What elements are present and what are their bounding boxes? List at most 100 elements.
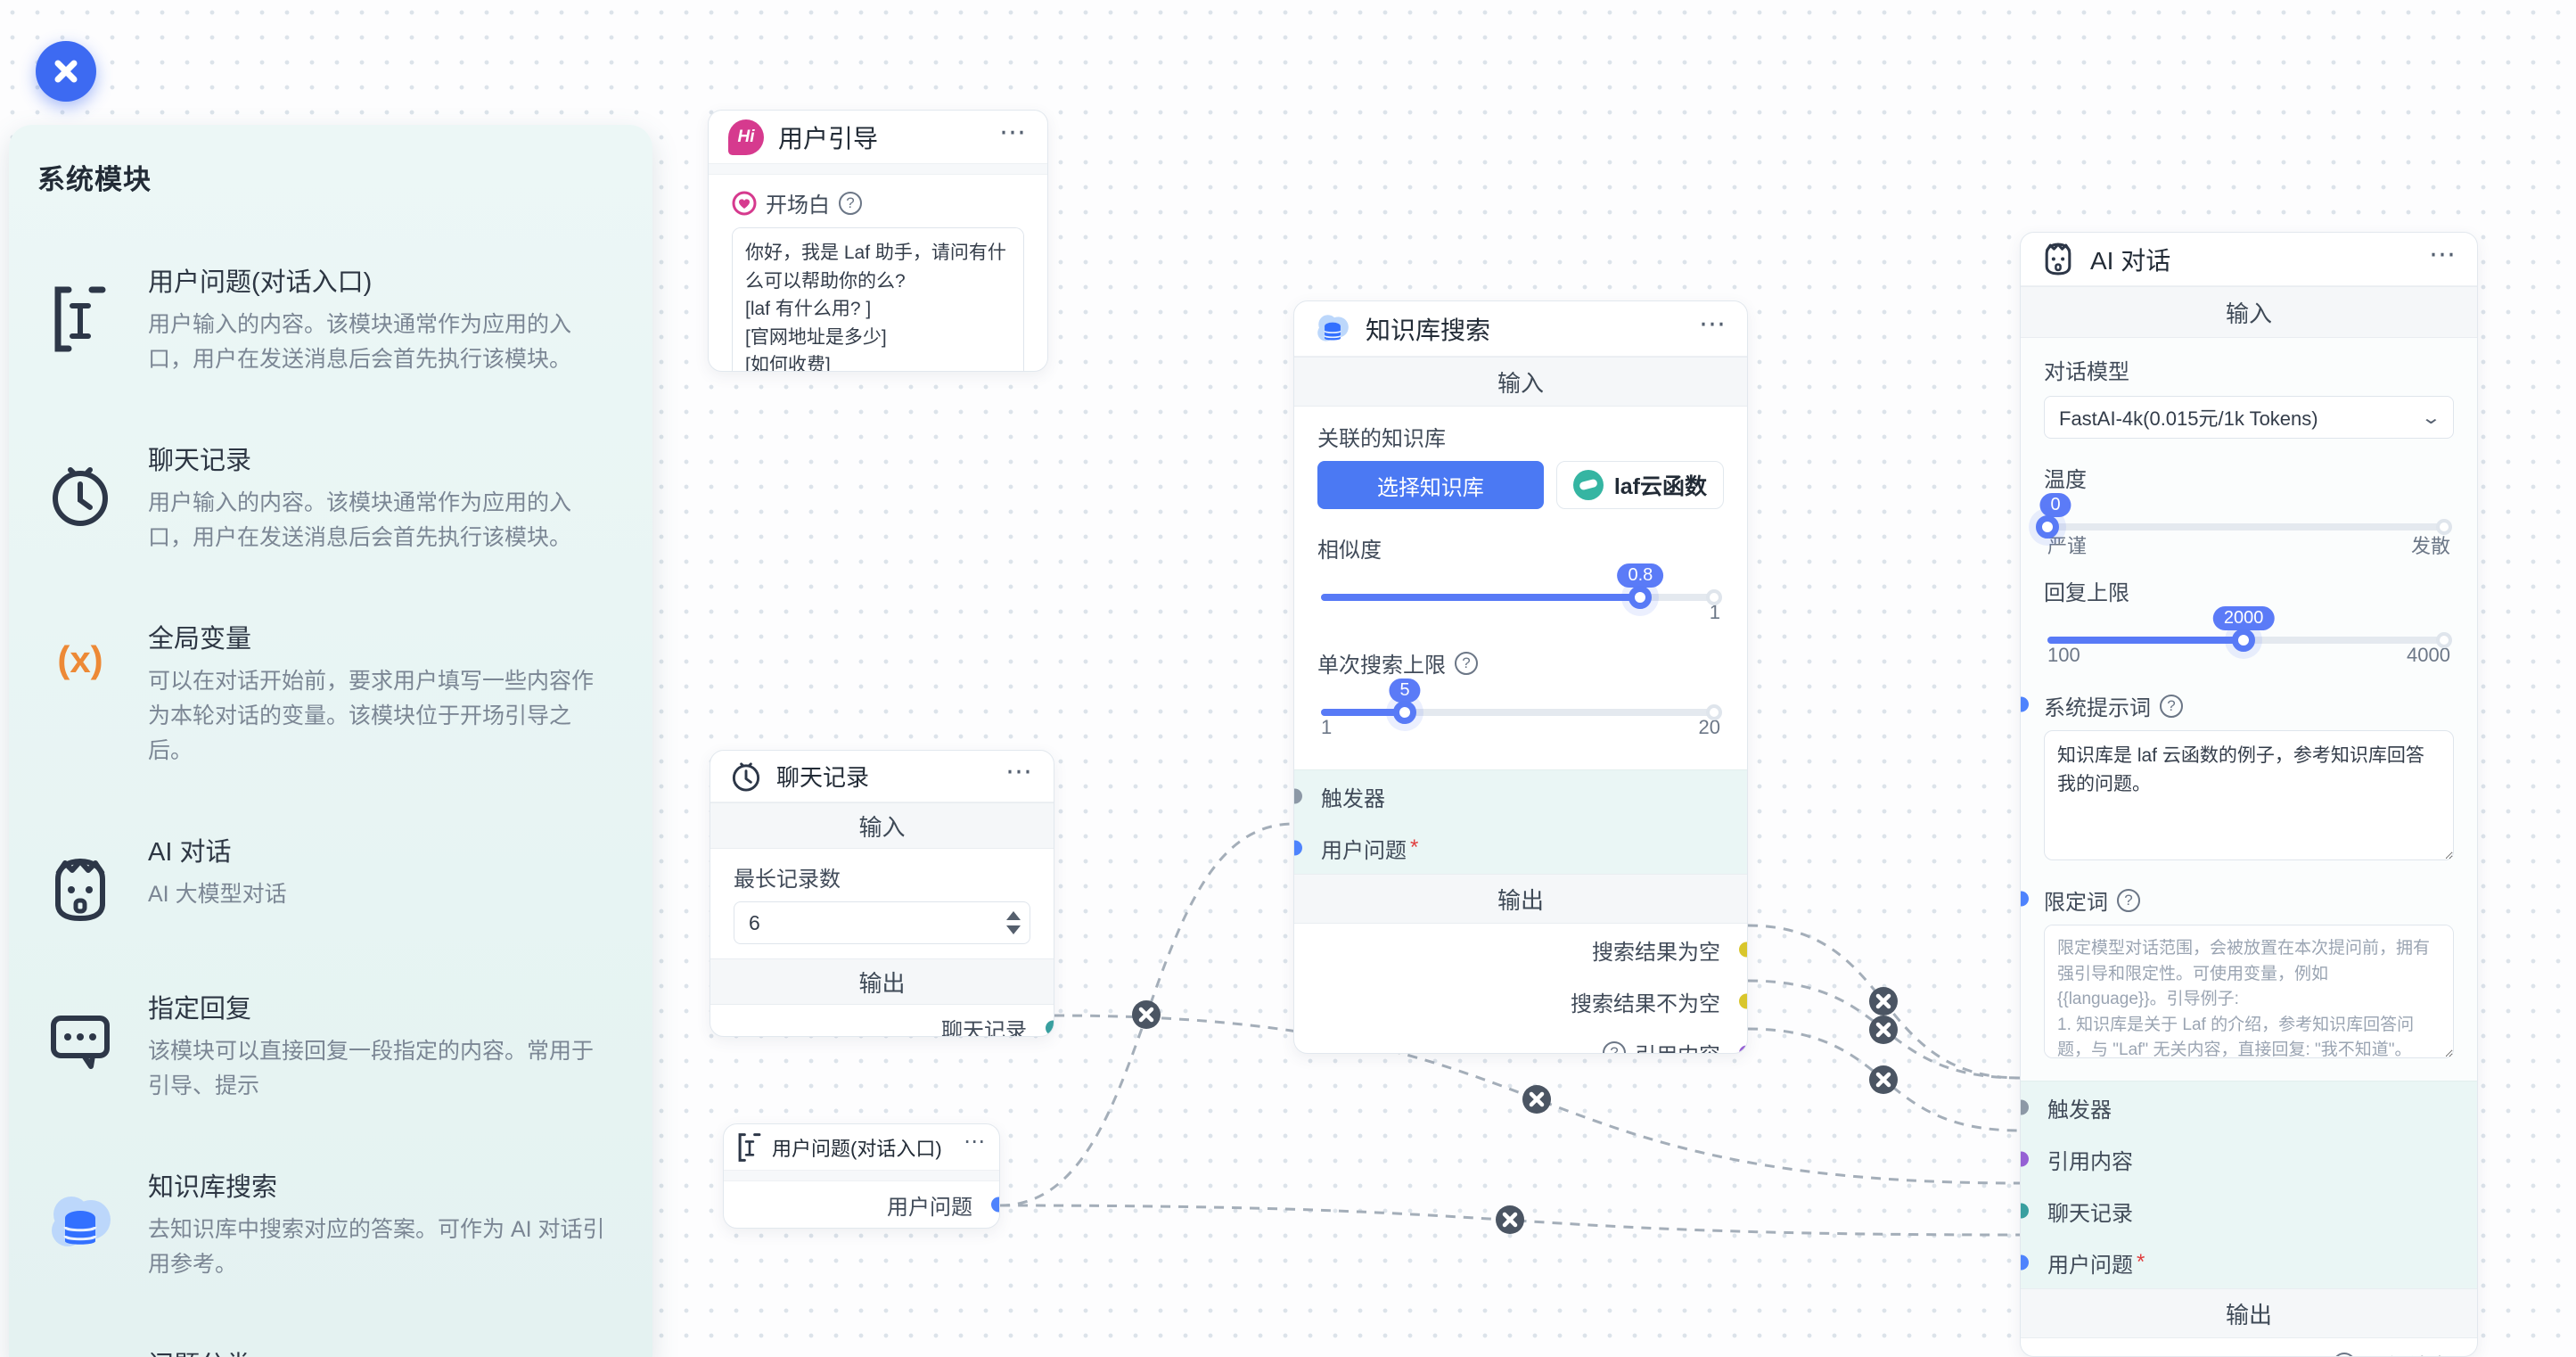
- similarity-slider[interactable]: 0.8 1: [1321, 563, 1722, 642]
- slider-value-badge: 5: [1389, 678, 1421, 703]
- output-port-chat-history: 聊天记录: [710, 1005, 1054, 1036]
- edge-delete-icon[interactable]: [1869, 1065, 1898, 1094]
- slider-thumb[interactable]: [1393, 701, 1417, 724]
- port-dot[interactable]: [1294, 788, 1302, 804]
- select-kb-button[interactable]: 选择知识库: [1317, 461, 1544, 509]
- module-desc: 可以在对话开始前，要求用户填写一些内容作为本轮对话的变量。该模块位于开场引导之后…: [148, 669, 595, 763]
- edge-delete-icon[interactable]: [1522, 1085, 1551, 1114]
- max-records-input[interactable]: 6: [734, 901, 1030, 944]
- edge-delete-icon[interactable]: [1869, 1016, 1898, 1044]
- close-icon: [54, 60, 78, 83]
- sidebar-item-global-variable[interactable]: (x) 全局变量 可以在对话开始前，要求用户填写一些内容作为本轮对话的变量。该模…: [37, 618, 617, 769]
- slider-value-badge: 0.8: [1617, 563, 1664, 588]
- laf-logo-icon: [1572, 470, 1604, 500]
- port-dot[interactable]: [2021, 1203, 2029, 1219]
- variable-icon: (x): [57, 638, 103, 680]
- max-reply-label: 回复上限: [2044, 581, 2129, 605]
- sidebar-item-user-question[interactable]: 用户问题(对话入口) 用户输入的内容。该模块通常作为应用的入口，用户在发送消息后…: [37, 261, 617, 377]
- sidebar-item-kb-search[interactable]: 知识库搜索 去知识库中搜索对应的答案。可作为 AI 对话引用参考。: [37, 1166, 617, 1282]
- number-stepper[interactable]: [1006, 902, 1021, 943]
- slider-end-dot: [2436, 519, 2452, 535]
- node-user-question[interactable]: 用户问题(对话入口) ⋯ 用户问题: [723, 1123, 1000, 1229]
- edge-delete-icon[interactable]: [1869, 987, 1898, 1016]
- stepper-up-icon[interactable]: [1006, 911, 1021, 920]
- help-icon[interactable]: ?: [2117, 888, 2140, 912]
- port-dot[interactable]: [2021, 891, 2029, 907]
- port-dot[interactable]: [2021, 696, 2029, 712]
- help-icon[interactable]: ?: [1603, 1041, 1626, 1053]
- port-dot[interactable]: [991, 1197, 999, 1213]
- port-dot[interactable]: [1739, 942, 1747, 958]
- slider-end-dot: [1706, 589, 1722, 605]
- kb-cloud-icon: [1317, 314, 1349, 341]
- slider-thumb[interactable]: [2232, 629, 2256, 652]
- similarity-label: 相似度: [1317, 539, 1382, 563]
- port-dot[interactable]: [2021, 1254, 2029, 1271]
- port-dot[interactable]: [1739, 1045, 1747, 1053]
- model-select[interactable]: FastAI-4k(0.015元/1k Tokens) ⌄: [2044, 396, 2454, 439]
- help-icon[interactable]: ?: [2160, 694, 2183, 718]
- slider-thumb[interactable]: [2036, 515, 2059, 539]
- node-menu-button[interactable]: ⋯: [964, 1130, 987, 1155]
- sidebar-title: 系统模块: [37, 164, 152, 195]
- temperature-slider[interactable]: 0 严谨 发散: [2036, 493, 2452, 572]
- limit-prompt-input[interactable]: [2044, 925, 2454, 1058]
- node-title: AI 对话: [2090, 246, 2171, 275]
- welcome-text-input[interactable]: 你好，我是 Laf 助手，请问有什么可以帮助你的么? [laf 有什么用? ] …: [732, 227, 1024, 371]
- dataset-chip[interactable]: laf云函数: [1555, 461, 1724, 509]
- node-kb-search[interactable]: 知识库搜索 ⋯ 输入 关联的知识库 选择知识库 laf云函数 相似度 0.8: [1293, 300, 1748, 1054]
- output-port-quote: ? 引用内容: [1294, 1027, 1747, 1053]
- slider-thumb[interactable]: [1628, 586, 1653, 609]
- search-limit-label: 单次搜索上限: [1317, 654, 1446, 678]
- sidebar-item-fixed-reply[interactable]: 指定回复 该模块可以直接回复一段指定的内容。常用于引导、提示: [37, 988, 617, 1104]
- node-menu-button[interactable]: ⋯: [1699, 308, 1727, 339]
- sidebar-item-question-classify[interactable]: 问题分类 可以判断用户问题属于哪方面问题，从而执行不同的操作。: [37, 1345, 617, 1357]
- node-menu-button[interactable]: ⋯: [2429, 239, 2457, 269]
- output-port-not-empty: 搜索结果不为空: [1294, 975, 1747, 1027]
- outputs-band: 输出: [1294, 874, 1747, 924]
- port-dot[interactable]: [1294, 840, 1302, 856]
- module-title: 全局变量: [148, 625, 252, 654]
- node-ai-chat[interactable]: AI 对话 ⋯ 输入 对话模型 FastAI-4k(0.015元/1k Toke…: [2020, 232, 2478, 1357]
- node-menu-button[interactable]: ⋯: [1005, 756, 1034, 786]
- inputs-band: 输入: [2021, 286, 2477, 338]
- sidebar-item-ai-chat[interactable]: AI 对话 AI 大模型对话: [37, 831, 617, 925]
- edge-userq-to-ai: [999, 1204, 2021, 1237]
- close-button[interactable]: [36, 41, 96, 102]
- help-icon[interactable]: ?: [839, 191, 862, 215]
- node-title: 聊天记录: [776, 764, 870, 791]
- module-desc: 用户输入的内容。该模块通常作为应用的入口，用户在发送消息后会首先执行该模块。: [148, 312, 572, 372]
- text-cursor-icon: [738, 1132, 761, 1162]
- node-title: 用户问题(对话入口): [772, 1137, 942, 1160]
- node-title: 用户引导: [778, 124, 879, 152]
- sidebar-item-chat-history[interactable]: 聊天记录 用户输入的内容。该模块通常作为应用的入口，用户在发送消息后会首先执行该…: [37, 440, 617, 555]
- port-dot[interactable]: [1046, 1020, 1054, 1036]
- module-sidebar: 系统模块 用户问题(对话入口) 用户输入的内容。该模块通常作为应用的入口，用户在…: [9, 125, 652, 1357]
- module-title: 问题分类: [148, 1345, 611, 1357]
- clock-icon: [732, 761, 760, 792]
- search-limit-slider[interactable]: 5 1 20: [1321, 678, 1722, 757]
- max-reply-slider[interactable]: 2000 100 4000: [2047, 606, 2452, 685]
- node-chat-history[interactable]: 聊天记录 ⋯ 输入 最长记录数 6 输出 聊天记录: [710, 750, 1054, 1037]
- node-menu-button[interactable]: ⋯: [999, 117, 1028, 147]
- edge-delete-icon[interactable]: [1496, 1205, 1524, 1234]
- help-icon[interactable]: ?: [2333, 1353, 2356, 1356]
- port-dot[interactable]: [1739, 993, 1747, 1009]
- node-user-guide[interactable]: Hi 用户引导 ⋯ 开场白 ? 你好，我是 Laf 助手，请问有什么可以帮助你的…: [708, 110, 1048, 372]
- stepper-down-icon[interactable]: [1006, 925, 1021, 934]
- clock-icon: [53, 467, 108, 526]
- system-prompt-input[interactable]: 知识库是 laf 云函数的例子，参考知识库回答我的问题。: [2044, 730, 2454, 860]
- inputs-band: 输入: [710, 802, 1054, 849]
- edge-delete-icon[interactable]: [1132, 1000, 1161, 1029]
- port-dot[interactable]: [2021, 1099, 2029, 1115]
- chevron-down-icon: ⌄: [2420, 407, 2442, 428]
- help-icon[interactable]: ?: [1455, 651, 1478, 675]
- port-dot[interactable]: [2021, 1151, 2029, 1167]
- robot-icon: [2045, 243, 2071, 276]
- module-title: 知识库搜索: [148, 1173, 278, 1202]
- input-port-user-question: 用户问题*: [1294, 822, 1747, 874]
- input-port-chat-history: 聊天记录: [2021, 1185, 2477, 1237]
- chat-bubble-icon: [51, 1016, 110, 1069]
